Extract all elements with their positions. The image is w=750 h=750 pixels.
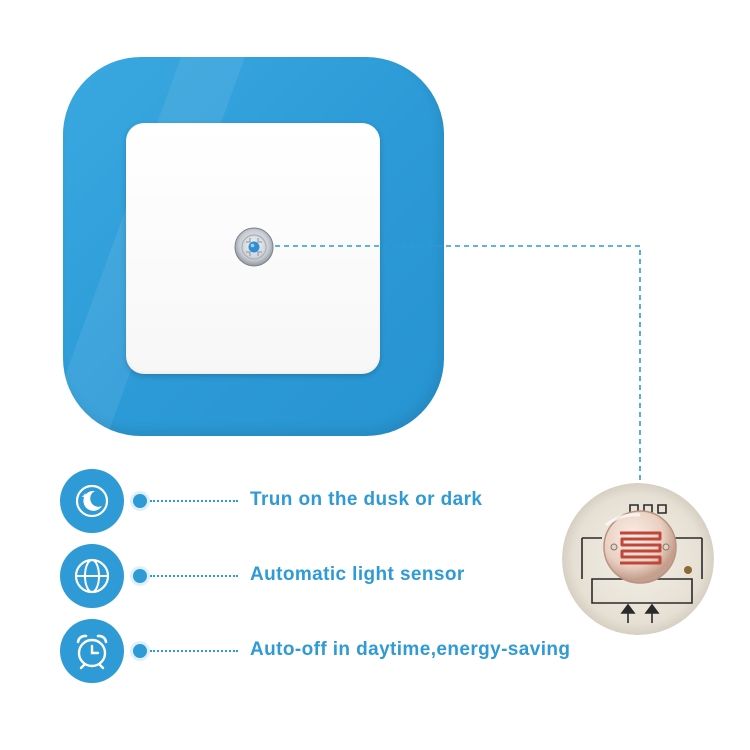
- feature-bullet-dot: [133, 644, 147, 658]
- light-sensor-icon: [234, 227, 274, 267]
- feature-icon-dusk: [60, 469, 124, 533]
- sensor-globe-icon: [74, 558, 110, 594]
- photoresistor-closeup-image: [562, 483, 714, 635]
- feature-icon-auto-off: [60, 619, 124, 683]
- feature-dotted-line: [150, 500, 238, 502]
- feature-label-auto-off: Auto-off in daytime,energy-saving: [250, 639, 571, 660]
- feature-dotted-line: [150, 650, 238, 652]
- feature-dotted-line: [150, 575, 238, 577]
- feature-bullet-dot: [133, 569, 147, 583]
- alarm-clock-icon: [76, 634, 108, 670]
- feature-bullet-dot: [133, 494, 147, 508]
- moon-stars-icon: [75, 484, 109, 518]
- feature-label-sensor: Automatic light sensor: [250, 564, 465, 585]
- feature-label-dusk: Trun on the dusk or dark: [250, 489, 483, 510]
- feature-icon-sensor: [60, 544, 124, 608]
